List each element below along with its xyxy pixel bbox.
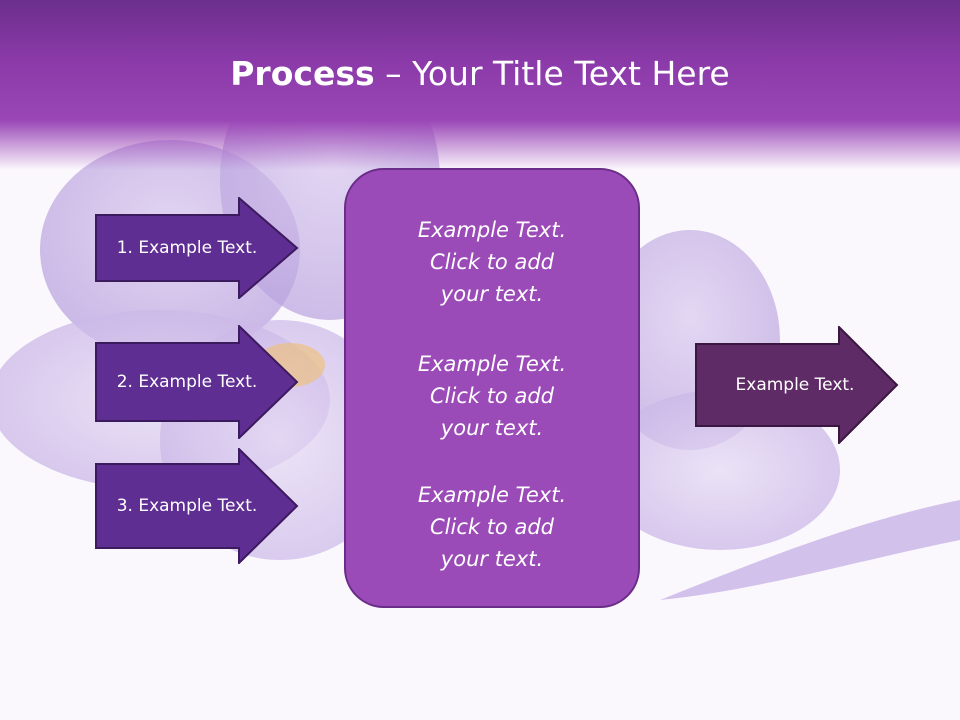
arrow-shape-icon <box>95 325 299 439</box>
title-rest-text: – Your Title Text Here <box>374 54 730 93</box>
arrow-shape-icon <box>95 448 299 564</box>
title-bar: Process – Your Title Text Here <box>0 0 960 170</box>
process-step-2-label: 2. Example Text. <box>116 372 258 392</box>
process-step-1-label: 1. Example Text. <box>116 238 258 258</box>
center-paragraph-2[interactable]: Example Text. Click to add your text. <box>417 352 567 440</box>
process-step-3-arrow[interactable]: 3. Example Text. <box>95 448 300 564</box>
center-content-box[interactable]: Example Text. Click to add your text. Ex… <box>344 168 640 608</box>
result-arrow[interactable]: Example Text. <box>695 326 900 444</box>
process-step-1-arrow[interactable]: 1. Example Text. <box>95 197 300 299</box>
arrow-shape-icon <box>95 197 299 299</box>
arrow-shape-icon <box>695 326 899 444</box>
title-bold-text: Process <box>230 54 375 93</box>
center-paragraph-3[interactable]: Example Text. Click to add your text. <box>417 483 567 571</box>
slide-title[interactable]: Process – Your Title Text Here <box>0 52 960 96</box>
center-paragraph-1[interactable]: Example Text. Click to add your text. <box>417 218 567 306</box>
result-arrow-label: Example Text. <box>735 375 855 395</box>
process-step-2-arrow[interactable]: 2. Example Text. <box>95 325 300 439</box>
process-step-3-label: 3. Example Text. <box>116 496 258 516</box>
